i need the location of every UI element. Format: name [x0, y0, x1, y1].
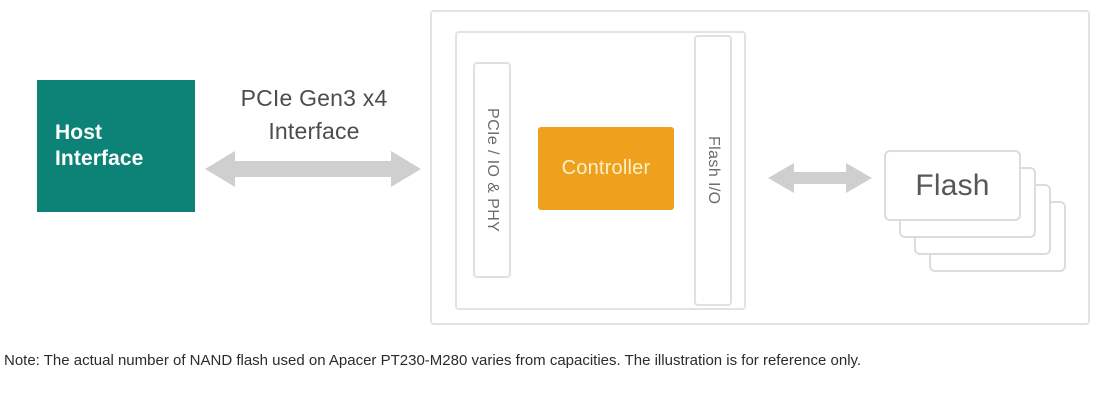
- footnote-text: Note: The actual number of NAND flash us…: [4, 352, 862, 369]
- host-interface-label: Host Interface: [55, 121, 144, 170]
- double-headed-arrow-icon: [768, 160, 872, 196]
- flash-label: Flash: [915, 168, 990, 202]
- controller-label: Controller: [561, 157, 651, 179]
- ssd-architecture-diagram: Host Interface PCIe Gen3 x4 Interface PC…: [37, 10, 1090, 325]
- pcie-io-phy-block: PCIe / IO & PHY: [473, 62, 511, 278]
- flash-card-front: Flash: [884, 150, 1021, 221]
- pcie-io-phy-label: PCIe / IO & PHY: [484, 107, 501, 233]
- flash-io-block: Flash I/O: [694, 35, 732, 306]
- double-headed-arrow-icon: [205, 148, 421, 190]
- controller-block: Controller: [538, 127, 674, 210]
- pcie-interface-caption: PCIe Gen3 x4 Interface: [240, 85, 388, 144]
- flash-io-label: Flash I/O: [705, 136, 722, 205]
- host-interface-block: Host Interface: [37, 80, 195, 212]
